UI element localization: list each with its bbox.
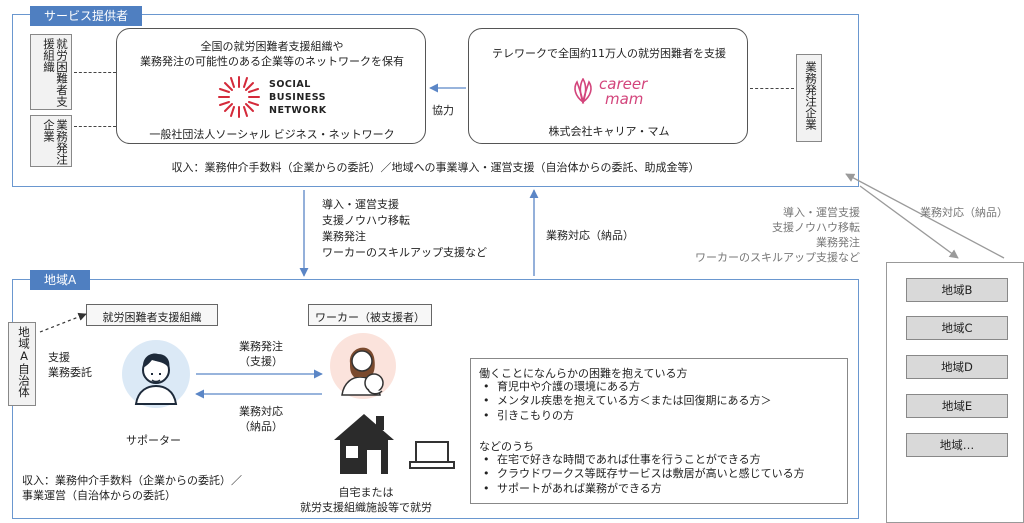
- ssn-box: 全国の就労困難者支援組織や 業務発注の可能性のある企業等のネットワークを保有 S…: [116, 28, 426, 144]
- list-item: メンタル疾患を抱えている方＜または回復期にある方＞: [477, 394, 771, 409]
- ordering-company-label-box-left: 業務発注企業: [30, 115, 72, 167]
- careermam-logo-1: career: [599, 75, 648, 93]
- ssn-logo-icon: [218, 76, 260, 118]
- ssn-desc-2: 業務発注の可能性のある企業等のネットワークを保有: [140, 55, 404, 68]
- support-delegation-2: 業務委託: [48, 366, 92, 379]
- supporter-avatar-icon: [122, 340, 190, 408]
- among-label: などのうち: [479, 440, 534, 453]
- supporter-label: サポーター: [126, 434, 181, 447]
- list-item: クラウドワークス等既存サービスは敷居が高いと感じている方: [477, 467, 805, 482]
- right-flow-down-4: ワーカーのスキルアップ支援など: [695, 251, 860, 264]
- support-delegation-1: 支援: [48, 351, 70, 364]
- ssn-desc-1: 全国の就労困難者支援組織や: [200, 40, 344, 53]
- target-title: 働くことになんらかの困難を抱えている方: [479, 367, 688, 380]
- service-provider-frame: [12, 14, 859, 187]
- right-flow-down-2: 支援ノウハウ移転: [772, 221, 860, 234]
- ssn-logo-line-1: SOCIAL: [269, 79, 311, 90]
- flow-down-2: 支援ノウハウ移転: [322, 214, 410, 227]
- order-label-2: （支援）: [239, 355, 283, 368]
- target-description-box: 働くことになんらかの困難を抱えている方 育児中や介護の環境にある方 メンタル疾患…: [470, 358, 848, 504]
- careermam-box: テレワークで全国約11万人の就労困難者を支援 career mam 株式会社キャ…: [468, 28, 748, 144]
- region-a-income-2: 事業運営（自治体からの委託）: [22, 489, 176, 502]
- among-list: 在宅で好きな時間であれば仕事を行うことができる方 クラウドワークス等既存サービス…: [477, 453, 805, 496]
- service-provider-tab: サービス提供者: [30, 6, 143, 26]
- careermam-logo-2: mam: [605, 90, 644, 108]
- home-icon: [334, 414, 394, 474]
- response-label-1: 業務対応: [239, 405, 283, 418]
- flow-down-3: 業務発注: [322, 230, 366, 243]
- flow-down-4: ワーカーのスキルアップ支援など: [322, 246, 487, 259]
- region-a-gov-label: 地域A自治体: [17, 326, 31, 398]
- home-label-2: 就労支援組織施設等で就労: [300, 501, 432, 514]
- careermam-desc: テレワークで全国約11万人の就労困難者を支援: [492, 47, 726, 60]
- support-org-label: 就労困難者支援組織: [42, 38, 69, 107]
- right-flow-down-1: 導入・運営支援: [783, 206, 860, 219]
- ordering-company-label-box-right: 業務発注企業: [796, 54, 822, 142]
- order-label-1: 業務発注: [239, 340, 283, 353]
- region-etc: 地域…: [906, 433, 1008, 457]
- list-item: 在宅で好きな時間であれば仕事を行うことができる方: [477, 453, 805, 468]
- laptop-icon: [409, 441, 455, 469]
- flow-down-1: 導入・運営支援: [322, 198, 399, 211]
- list-item: 育児中や介護の環境にある方: [477, 380, 771, 395]
- worker-box: ワーカー（被支援者）: [308, 304, 432, 326]
- region-e: 地域E: [906, 394, 1008, 418]
- service-income: 収入：業務仲介手数料（企業からの委託）／地域への事業導入・運営支援（自治体からの…: [171, 161, 700, 174]
- cooperation-label: 協力: [432, 104, 454, 117]
- careermam-name: 株式会社キャリア・マム: [548, 125, 670, 138]
- target-list: 育児中や介護の環境にある方 メンタル疾患を抱えている方＜または回復期にある方＞ …: [477, 380, 771, 423]
- region-a-income-1: 収入：業務仲介手数料（企業からの委託）／: [22, 474, 242, 487]
- ordering-company-label-left: 業務発注企業: [42, 119, 69, 165]
- worker-avatar-icon: [330, 333, 396, 399]
- ordering-company-label-right: 業務発注企業: [804, 61, 818, 130]
- support-org-label-box: 就労困難者支援組織: [30, 34, 72, 110]
- ssn-logo-line-2: BUSINESS: [269, 92, 327, 103]
- dash-connector-1: [74, 72, 116, 73]
- dash-connector-2: [74, 126, 116, 127]
- list-item: 引きこもりの方: [477, 409, 771, 424]
- region-c: 地域C: [906, 316, 1008, 340]
- region-a-gov-box: 地域A自治体: [8, 322, 36, 406]
- worker-label: ワーカー（被支援者）: [315, 311, 425, 324]
- home-label-1: 自宅または: [338, 486, 394, 499]
- ssn-name: 一般社団法人ソーシャル ビジネス・ネットワーク: [149, 128, 395, 141]
- careermam-flower-icon: [574, 78, 592, 104]
- support-org-label-a: 就労困難者支援組織: [102, 311, 202, 324]
- right-flow-down-arrow: [859, 185, 959, 259]
- region-b: 地域B: [906, 278, 1008, 302]
- ssn-logo-line-3: NETWORK: [269, 105, 327, 116]
- right-flow-down-3: 業務発注: [816, 236, 860, 249]
- response-label-2: （納品）: [239, 420, 283, 433]
- support-org-box: 就労困難者支援組織: [86, 304, 218, 326]
- dash-connector-3: [750, 88, 794, 89]
- right-flow-up-label: 業務対応（納品）: [920, 206, 1008, 219]
- list-item: サポートがあれば業務ができる方: [477, 482, 805, 497]
- flow-up-label: 業務対応（納品）: [546, 229, 634, 242]
- region-d: 地域D: [906, 355, 1008, 379]
- region-a-tab: 地域A: [30, 270, 91, 290]
